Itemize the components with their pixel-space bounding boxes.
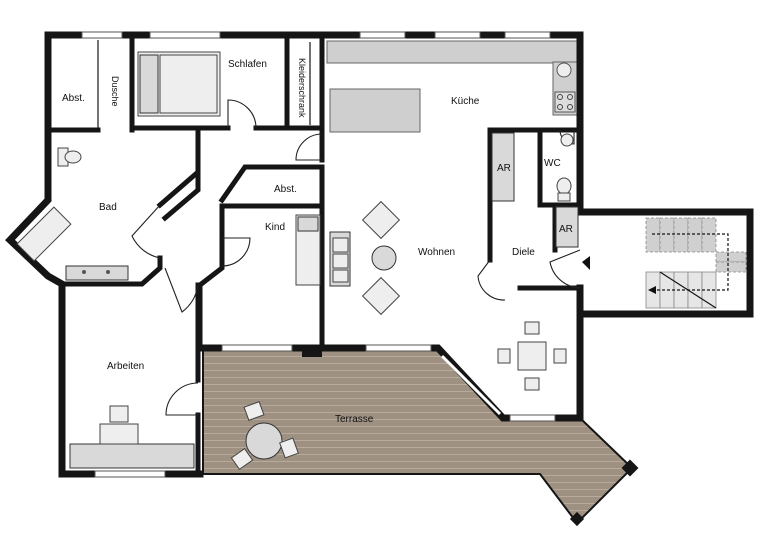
label-diele: Diele	[512, 247, 535, 258]
wall-abst	[218, 164, 325, 209]
sofa-cushion	[332, 269, 349, 283]
wc-sink	[560, 133, 574, 147]
chair	[497, 348, 511, 364]
stair-annex-wall	[576, 208, 754, 318]
kind-bed-pillow	[297, 216, 319, 232]
window	[149, 31, 221, 39]
window	[434, 31, 481, 39]
label-arbeiten: Arbeiten	[107, 361, 144, 372]
wall-kind-left	[197, 203, 225, 351]
bathtub	[16, 206, 72, 262]
dining-table	[517, 341, 547, 371]
door-kueche	[295, 133, 323, 161]
ar-cabinet	[555, 206, 579, 248]
chair	[524, 377, 540, 391]
sofa-cushion	[332, 237, 349, 253]
sink-icon	[106, 270, 110, 274]
chair	[524, 321, 540, 335]
label-abst-kind: Abst.	[274, 184, 297, 195]
label-bad: Bad	[99, 202, 117, 213]
label-kueche: Küche	[451, 96, 480, 107]
sofa-cushion	[332, 253, 349, 269]
label-kleiderschrank: Kleiderschrank	[297, 58, 307, 118]
toilet-wc	[556, 177, 572, 195]
label-wc: WC	[544, 158, 561, 169]
chair	[553, 348, 567, 364]
terrace-chair	[279, 437, 299, 459]
label-abst-bad: Abst.	[62, 93, 85, 104]
exterior-wall-left	[5, 31, 204, 478]
desk	[69, 443, 195, 469]
door-arbeiten	[165, 382, 199, 416]
staircase	[645, 217, 747, 309]
bad-sink	[65, 265, 129, 281]
wall-wc	[537, 127, 583, 208]
terrace-post-2	[569, 511, 585, 527]
window	[94, 470, 166, 478]
armchair	[361, 276, 401, 316]
pillar	[302, 345, 322, 357]
bed-pillow	[139, 54, 159, 114]
wall-bad-bottom	[59, 255, 163, 287]
label-kind: Kind	[265, 222, 285, 233]
terrace-chair	[243, 401, 265, 421]
sink-icon	[556, 62, 572, 78]
desk-monitor	[99, 423, 139, 445]
door-arbeiten-flur	[164, 267, 199, 313]
label-ar-top: AR	[497, 163, 511, 174]
door-diele	[477, 259, 506, 301]
window	[81, 31, 123, 39]
toilet-bowl-bad	[64, 150, 82, 164]
kitchen-counter	[326, 40, 579, 64]
window	[359, 31, 406, 39]
kitchen-island	[329, 88, 421, 133]
door-bad	[131, 204, 161, 259]
desk-chair	[109, 405, 129, 423]
label-wohnen: Wohnen	[418, 247, 455, 258]
coffee-table	[371, 245, 397, 271]
window	[221, 344, 293, 352]
toilet-tank	[557, 192, 571, 202]
wall-flur	[161, 157, 201, 222]
door-entrance	[549, 249, 581, 289]
terrace-chair	[230, 447, 254, 471]
ar-cabinet	[491, 132, 515, 202]
label-schlafen: Schlafen	[228, 59, 267, 70]
sink-icon	[82, 270, 86, 274]
label-terrasse: Terrasse	[335, 414, 374, 425]
window	[504, 31, 551, 39]
terrace-table	[245, 422, 283, 460]
label-dusche: Dusche	[110, 76, 120, 107]
exterior-wall	[44, 31, 584, 216]
terrace-post	[621, 459, 639, 477]
entrance-arrow	[582, 256, 590, 270]
door-kind	[221, 237, 251, 267]
window	[509, 414, 556, 422]
stove-icon	[554, 91, 576, 113]
armchair	[361, 200, 401, 240]
label-ar-bottom: AR	[559, 224, 573, 235]
wall-diele	[487, 127, 583, 263]
window	[365, 344, 432, 352]
bed-blanket	[159, 54, 218, 114]
door-schlafen	[227, 99, 257, 129]
window-diagonal	[440, 354, 502, 416]
